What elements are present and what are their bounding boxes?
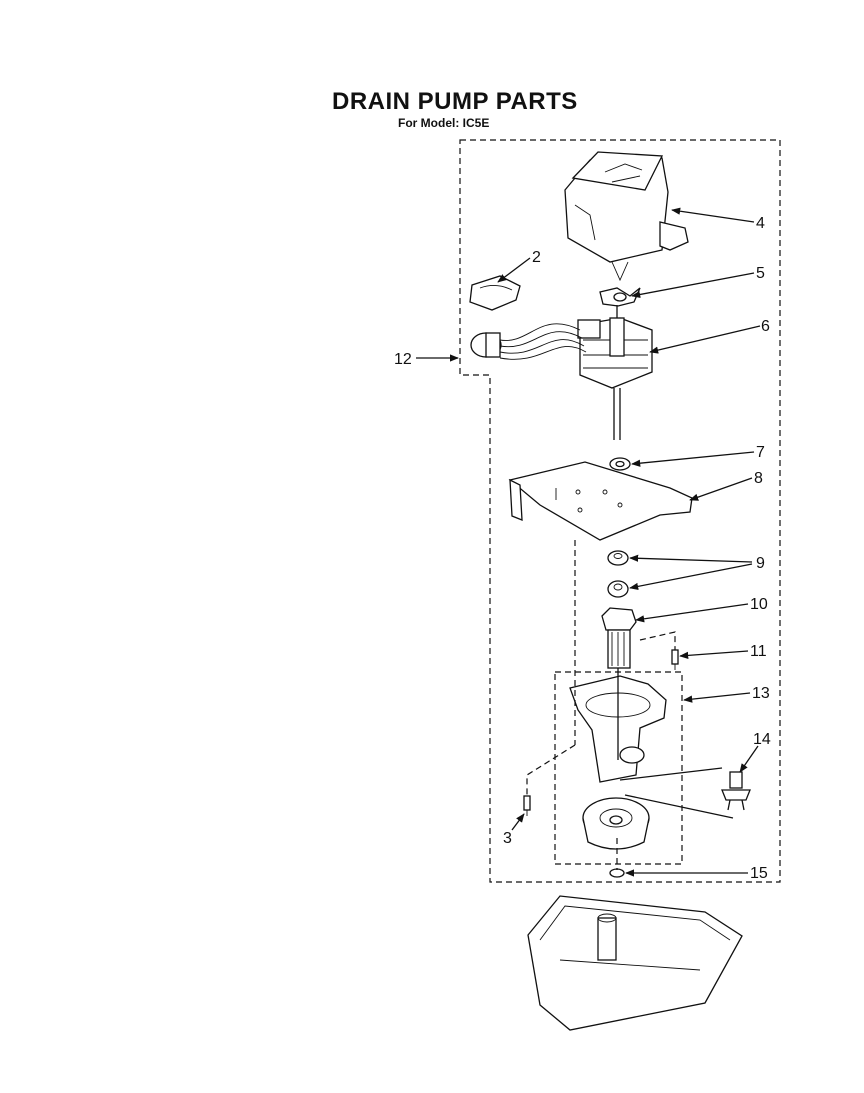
screw-3-part: [523, 795, 531, 816]
impeller-shaft-part: [601, 607, 637, 669]
leader-14: [739, 745, 759, 773]
leader-6: [649, 325, 761, 354]
mounting-bracket-part: [508, 461, 693, 541]
alignment-line-screw-11: [639, 631, 676, 650]
callout-4: 4: [756, 215, 765, 232]
callout-8: 8: [754, 470, 763, 487]
bearing-upper-part: [607, 550, 629, 566]
assembly-12-boundary: [459, 139, 781, 883]
leader-9a: [629, 554, 753, 563]
page-title: DRAIN PUMP PARTS: [332, 88, 578, 115]
leader-2: [497, 257, 531, 283]
callout-14: 14: [753, 731, 771, 748]
callout-2: 2: [532, 249, 541, 266]
alignment-line-screw-3: [526, 744, 576, 796]
callout-13: 13: [752, 685, 770, 702]
washer-part: [609, 457, 631, 471]
motor-part: [577, 305, 653, 440]
leader-9b: [629, 563, 753, 590]
float-wire-lower: [624, 794, 734, 819]
leader-3: [511, 813, 525, 831]
callout-7: 7: [756, 444, 765, 461]
leader-10: [635, 603, 749, 623]
leader-8: [689, 477, 753, 501]
float-switch-part: [721, 771, 751, 811]
callout-5: 5: [756, 265, 765, 282]
callout-15: 15: [750, 865, 768, 882]
leader-5: [631, 272, 755, 299]
callout-11: 11: [750, 643, 767, 660]
model-subtitle: For Model: IC5E: [398, 116, 490, 130]
leader-7: [631, 451, 755, 467]
leader-13: [683, 692, 751, 703]
callout-3: 3: [503, 830, 512, 847]
fan-blade-part: [599, 287, 641, 307]
callout-12: 12: [394, 351, 412, 368]
motor-cover-part: [564, 151, 689, 282]
leader-11: [679, 650, 749, 660]
float-wire-upper: [619, 767, 723, 781]
impeller-bowl-part: [582, 797, 650, 850]
bearing-lower-part: [607, 580, 629, 598]
leader-4: [671, 207, 755, 223]
clip-part: [469, 275, 521, 311]
screw-11-part: [671, 649, 679, 670]
callout-10: 10: [750, 596, 768, 613]
pump-housing-part: [569, 668, 667, 783]
washer-15-part: [609, 868, 625, 878]
callout-6: 6: [761, 318, 770, 335]
wire-harness-part: [470, 323, 587, 360]
base-tray-part: [527, 895, 743, 1031]
callout-9: 9: [756, 555, 765, 572]
